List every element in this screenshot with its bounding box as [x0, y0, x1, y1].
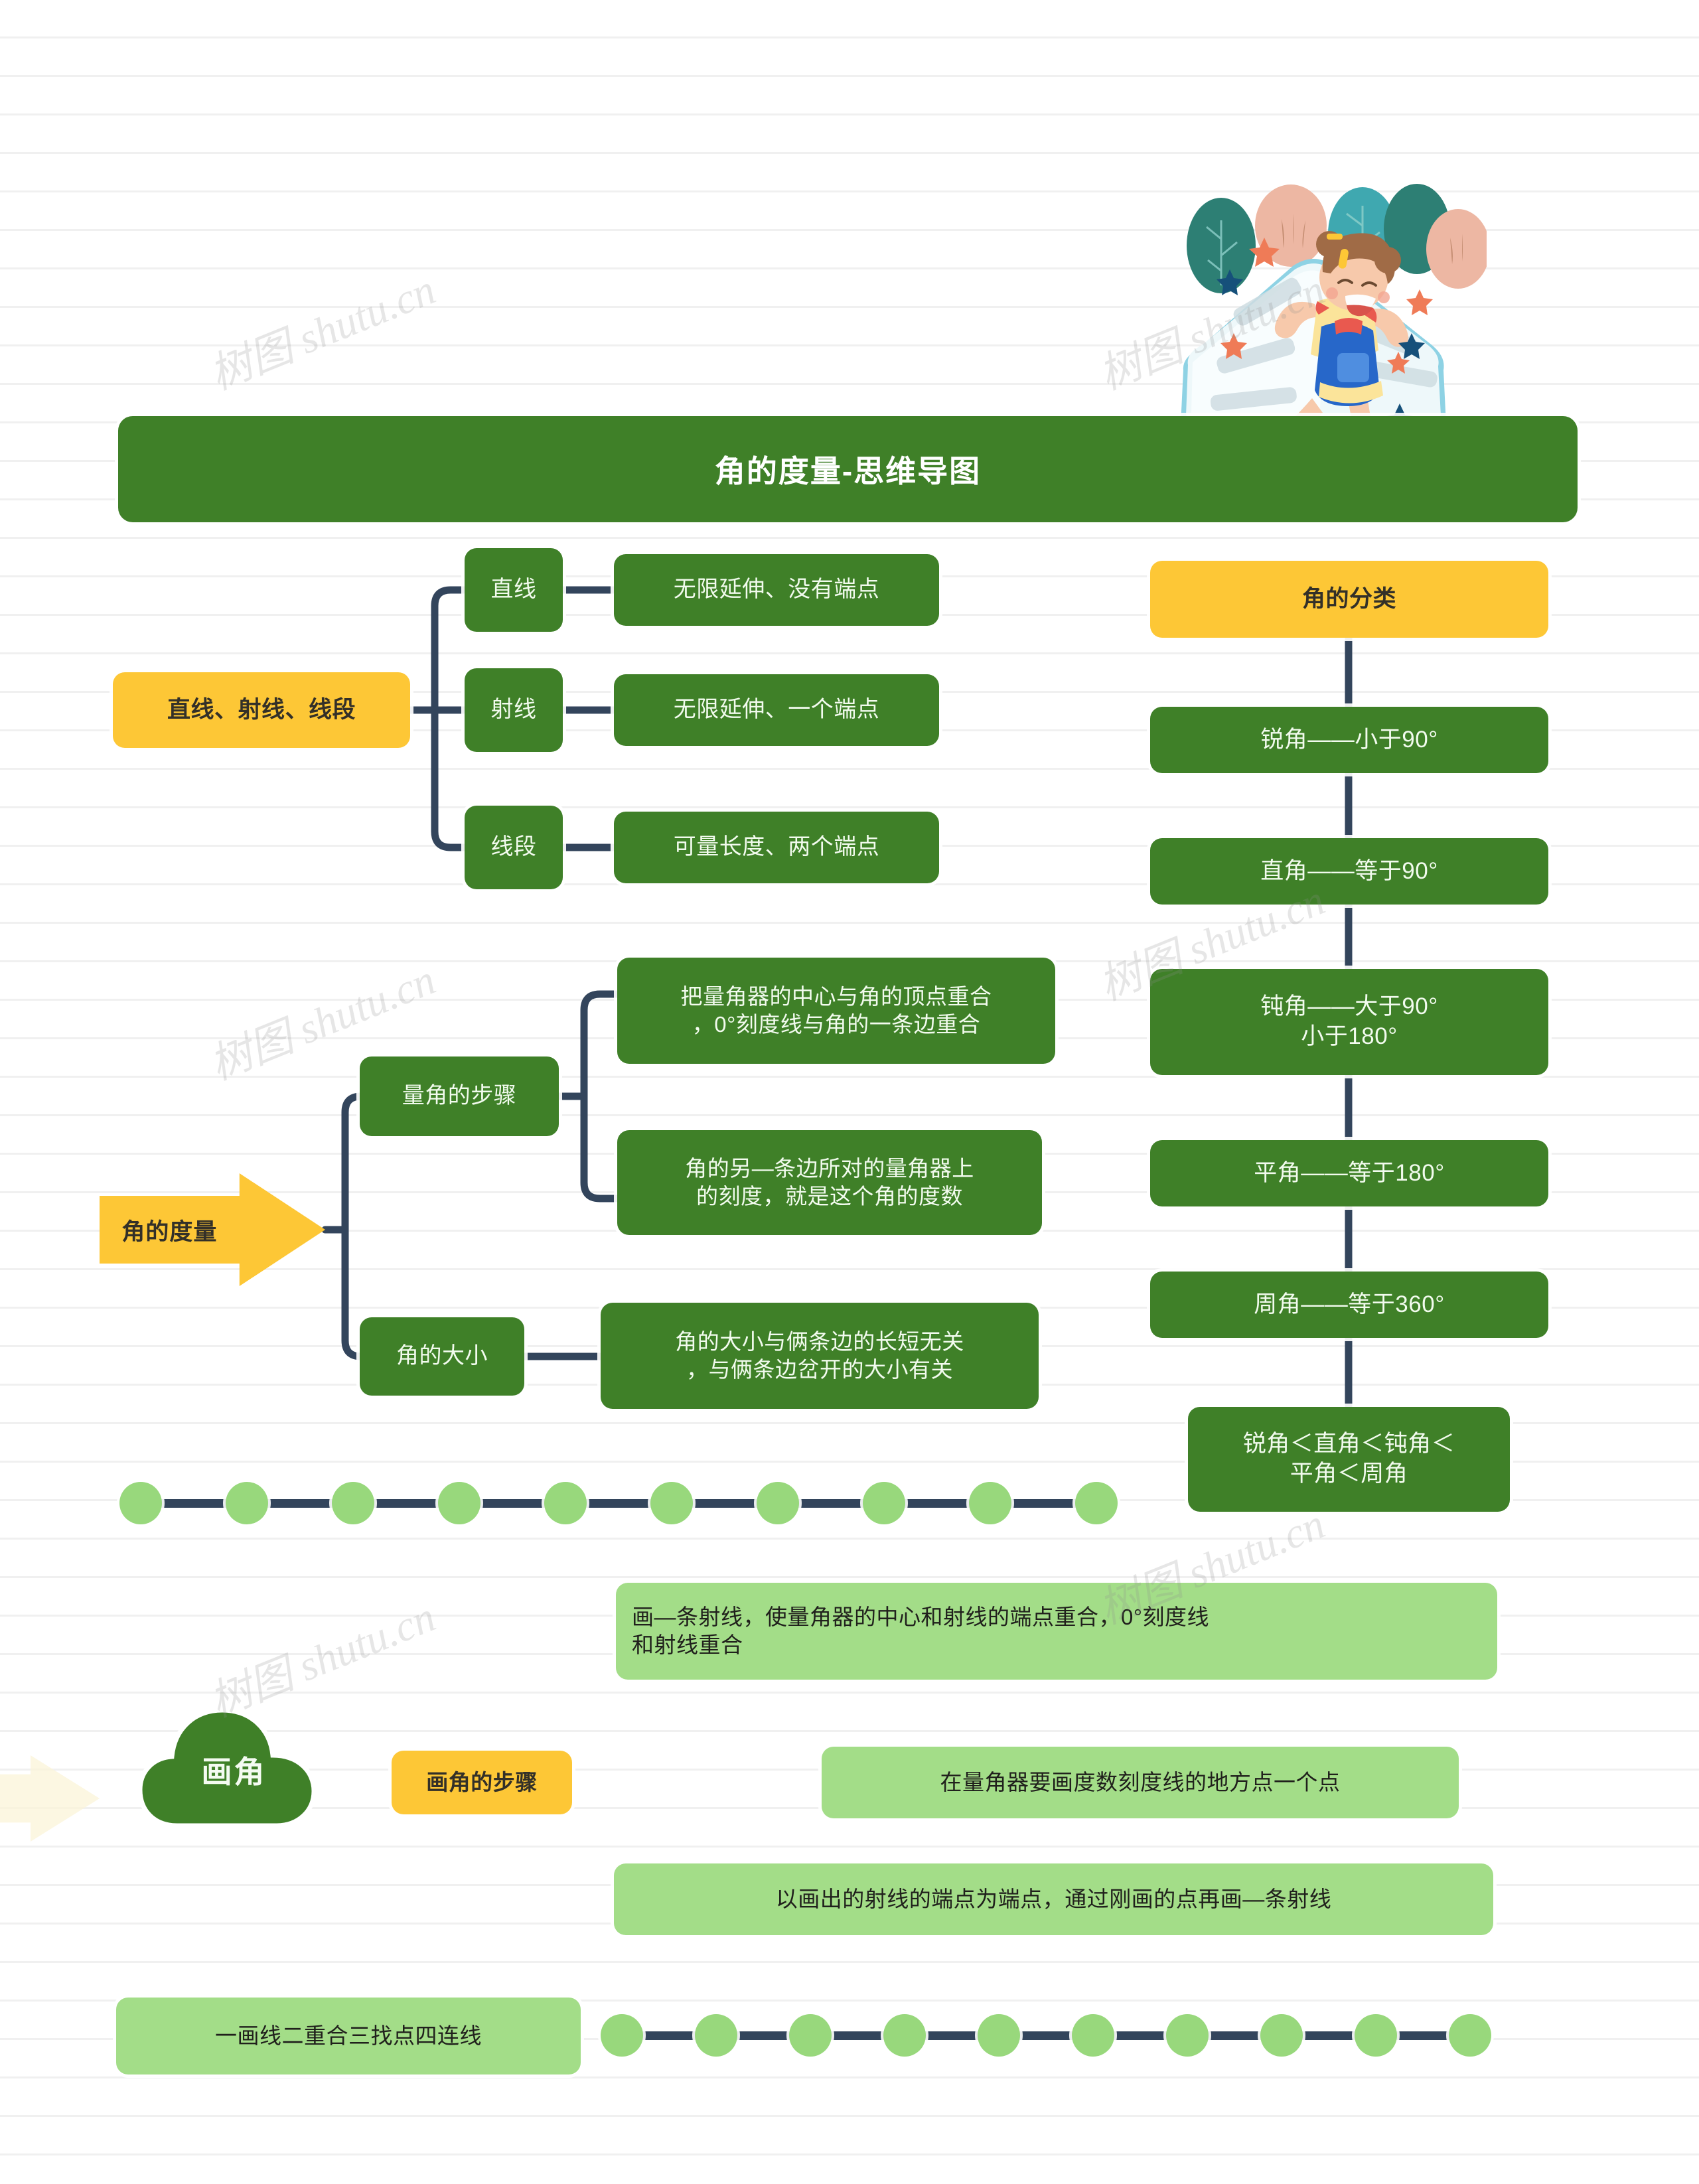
bead — [544, 1482, 587, 1524]
node-measure-step-2[interactable]: 角的另—条边所对的量角器上 的刻度，就是这个角的度数 — [617, 1130, 1042, 1235]
bead — [757, 1482, 799, 1524]
node-classify-obtuse[interactable]: 钝角——大于90° 小于180° — [1150, 969, 1548, 1075]
node-draw-step-1[interactable]: 画—条射线，使量角器的中心和射线的端点重合，0°刻度线 和射线重合 — [616, 1583, 1497, 1680]
bead-connector — [141, 1499, 1096, 1508]
node-line-segment-desc[interactable]: 可量长度、两个端点 — [614, 812, 939, 883]
bead — [883, 2014, 926, 2057]
node-draw-step-2[interactable]: 在量角器要画度数刻度线的地方点一个点 — [822, 1747, 1459, 1818]
node-classify-right[interactable]: 直角——等于90° — [1150, 838, 1548, 905]
node-classify-root[interactable]: 角的分类 — [1150, 561, 1548, 638]
bead — [978, 2014, 1020, 2057]
bead — [1075, 1482, 1118, 1524]
node-classify-straight[interactable]: 平角——等于180° — [1150, 1140, 1548, 1206]
bead — [601, 2014, 643, 2057]
bead — [119, 1482, 162, 1524]
node-line-straight[interactable]: 直线 — [465, 548, 563, 632]
bead — [438, 1482, 480, 1524]
node-measure-root[interactable]: 角的度量 — [100, 1173, 325, 1286]
bead — [789, 2014, 832, 2057]
bead — [226, 1482, 268, 1524]
node-measure-step-1[interactable]: 把量角器的中心与角的顶点重合 ，0°刻度线与角的一条边重合 — [617, 958, 1055, 1064]
bead — [1166, 2014, 1209, 2057]
bead — [969, 1482, 1011, 1524]
bead — [650, 1482, 693, 1524]
node-line-ray-desc[interactable]: 无限延伸、一个端点 — [614, 674, 939, 746]
node-line-segment[interactable]: 线段 — [465, 806, 563, 889]
bead — [1260, 2014, 1303, 2057]
node-draw-root[interactable]: 画角 — [136, 1702, 332, 1828]
node-angle-size[interactable]: 角的大小 — [360, 1317, 524, 1396]
bead — [695, 2014, 737, 2057]
node-angle-size-desc[interactable]: 角的大小与俩条边的长短无关 ，与俩条边岔开的大小有关 — [601, 1303, 1039, 1409]
node-draw-step-3[interactable]: 以画出的射线的端点为端点，通过刚画的点再画—条射线 — [614, 1863, 1493, 1935]
bead — [863, 1482, 905, 1524]
node-measure-root-label: 角的度量 — [121, 1218, 218, 1245]
node-line-ray[interactable]: 射线 — [465, 668, 563, 752]
node-draw-steps-label[interactable]: 画角的步骤 — [392, 1751, 572, 1814]
node-classify-acute[interactable]: 锐角——小于90° — [1150, 707, 1548, 773]
node-lines-root[interactable]: 直线、射线、线段 — [113, 672, 410, 748]
bead — [332, 1482, 374, 1524]
node-draw-root-label: 画角 — [201, 1755, 267, 1789]
bead — [1072, 2014, 1114, 2057]
bead — [1355, 2014, 1397, 2057]
bead — [1449, 2014, 1491, 2057]
node-draw-summary[interactable]: 一画线二重合三找点四连线 — [116, 1998, 581, 2075]
node-measure-steps[interactable]: 量角的步骤 — [360, 1056, 559, 1136]
node-classify-order[interactable]: 锐角＜直角＜钝角＜ 平角＜周角 — [1188, 1407, 1510, 1512]
cloud-shape — [137, 1708, 317, 1828]
node-line-straight-desc[interactable]: 无限延伸、没有端点 — [614, 554, 939, 626]
node-classify-full[interactable]: 周角——等于360° — [1150, 1272, 1548, 1338]
decorative-ghost-arrow — [0, 1755, 100, 1842]
bead-connector — [622, 2031, 1471, 2040]
page-title: 角的度量-思维导图 — [118, 416, 1578, 522]
